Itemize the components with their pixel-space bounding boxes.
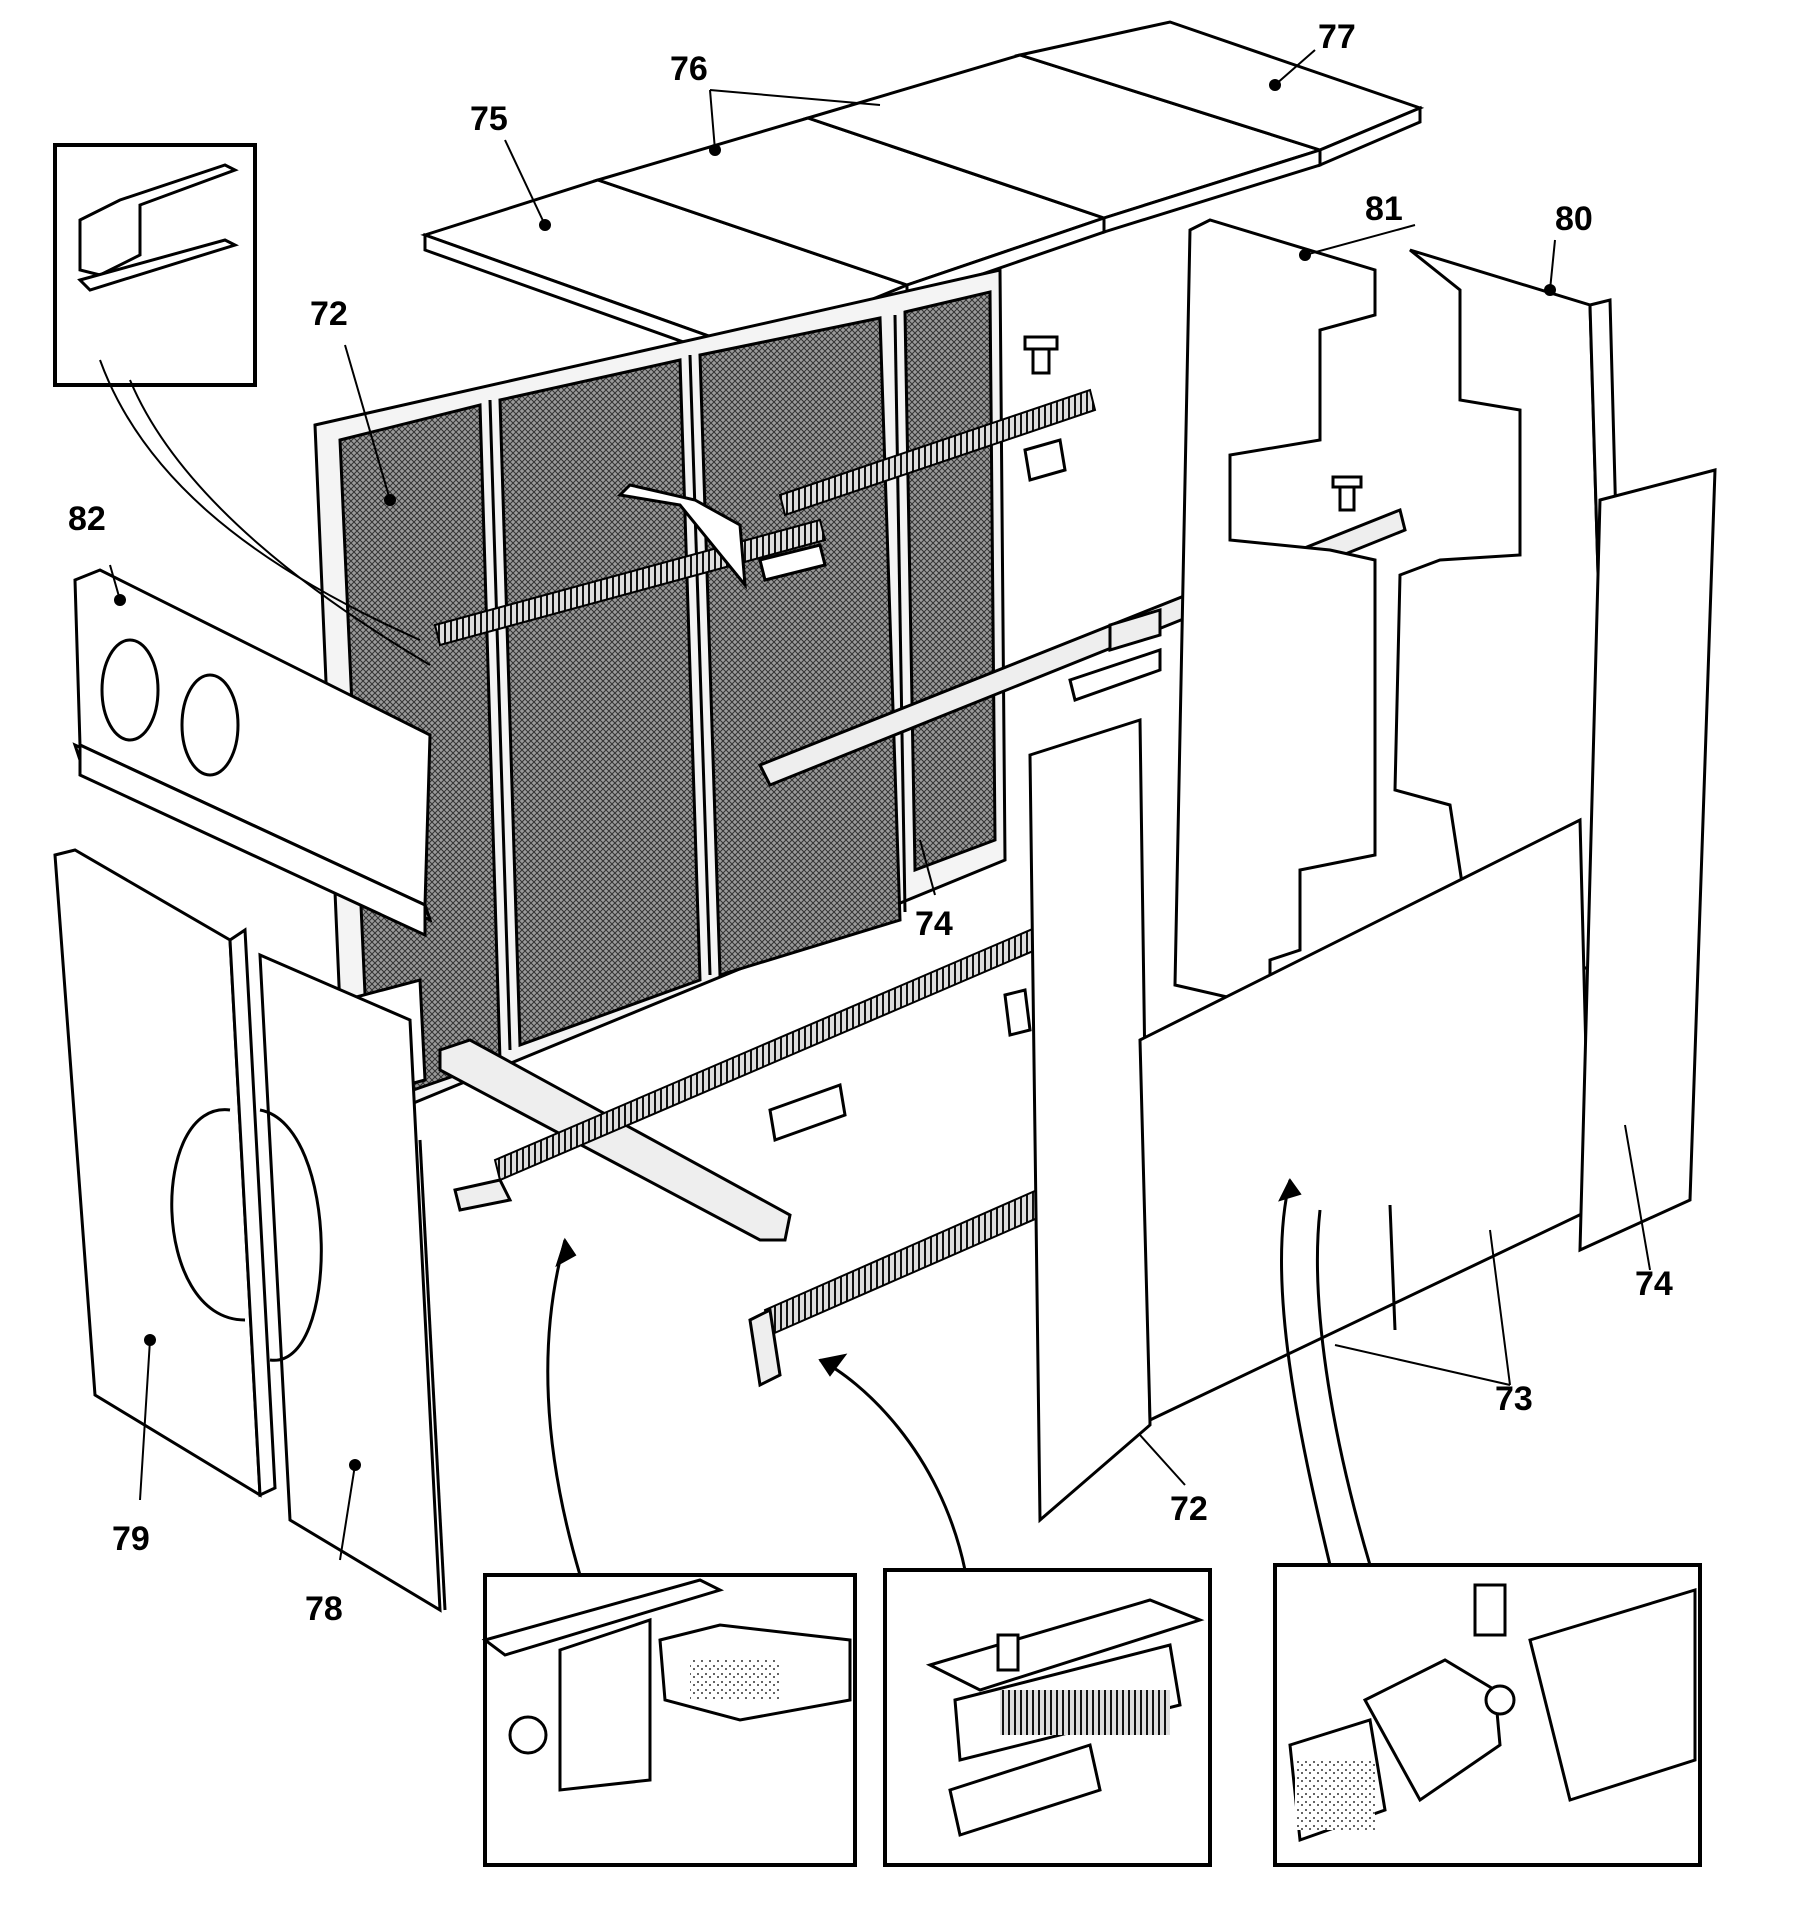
callout-78: 78 (305, 1590, 343, 1628)
callout-72-top: 72 (310, 295, 348, 333)
top-panel-76-right (803, 53, 1325, 235)
callout-80: 80 (1555, 200, 1593, 238)
callout-79: 79 (112, 1520, 150, 1558)
callout-leaders (109, 49, 1651, 1561)
front-panel-82 (72, 568, 433, 938)
callout-82: 82 (68, 500, 106, 538)
bottom-panel-72 (1028, 717, 1152, 1524)
callout-76: 76 (670, 50, 708, 88)
top-panel-77 (1014, 20, 1425, 168)
lower-left-crossbar (438, 1038, 792, 1242)
detail-inset-bottom-right (1273, 1179, 1702, 1867)
side-panel-74 (1578, 468, 1717, 1253)
side-panel-79 (53, 848, 277, 1498)
reference-dots (114, 79, 1556, 1471)
leader-arrows (555, 1178, 1302, 1268)
rail-bracket-center (616, 483, 827, 590)
callout-74-center: 74 (915, 905, 953, 943)
callout-81: 81 (1365, 190, 1403, 228)
callout-73: 73 (1495, 1380, 1533, 1418)
detail-inset-bottom-center (818, 1353, 1212, 1867)
side-panel-78 (258, 952, 447, 1613)
callout-74-right: 74 (1635, 1265, 1673, 1303)
detail-inset-bottom-left (481, 1239, 857, 1867)
callout-75: 75 (470, 100, 508, 138)
upper-rail-right (778, 388, 1097, 517)
bolt-upper (1023, 335, 1067, 482)
callout-labels: 72 72 73 74 74 75 76 77 78 79 80 81 82 (68, 18, 1673, 1628)
back-panel-81 (1173, 218, 1377, 1002)
callout-72-bottom: 72 (1170, 1490, 1208, 1528)
detail-inset-upper-left (53, 143, 431, 666)
callout-77: 77 (1318, 18, 1356, 56)
